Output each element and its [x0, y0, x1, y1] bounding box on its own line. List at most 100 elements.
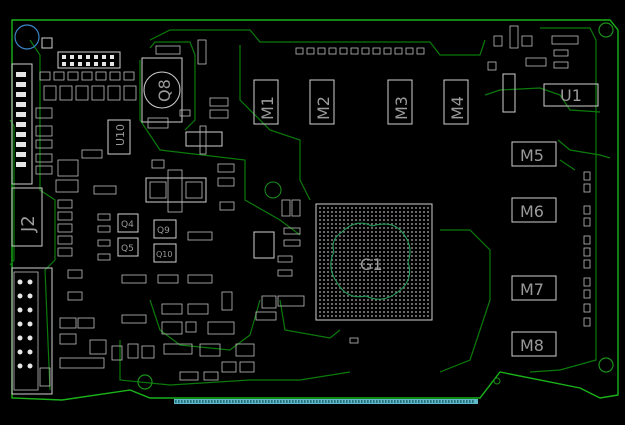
bga-ball [343, 235, 345, 237]
bga-ball [327, 291, 329, 293]
pcie-finger [178, 400, 180, 403]
bga-ball [375, 263, 377, 265]
bga-ball [395, 231, 397, 233]
bga-ball [379, 315, 381, 317]
bga-ball [335, 239, 337, 241]
bga-ball [331, 283, 333, 285]
bga-ball [375, 311, 377, 313]
bga-ball [379, 303, 381, 305]
bga-ball [327, 283, 329, 285]
bga-ball [339, 275, 341, 277]
bga-ball [319, 219, 321, 221]
connector-bottom-left-inner [13, 271, 39, 391]
bga-ball [391, 239, 393, 241]
bga-ball [347, 215, 349, 217]
bga-ball [331, 295, 333, 297]
power-block [145, 177, 207, 203]
pcie-finger [406, 400, 408, 403]
bga-ball [399, 275, 401, 277]
bga-ball [343, 287, 345, 289]
bga-ball [387, 235, 389, 237]
bga-ball [343, 247, 345, 249]
bga-ball [343, 215, 345, 217]
bga-ball [331, 311, 333, 313]
bga-ball [375, 291, 377, 293]
bga-ball [383, 219, 385, 221]
bga-ball [395, 271, 397, 273]
pcie-finger [382, 400, 384, 403]
bga-ball [375, 275, 377, 277]
bga-ball [387, 239, 389, 241]
bga-ball [403, 275, 405, 277]
m4-package [443, 79, 469, 125]
bga-ball [375, 235, 377, 237]
bga-ball [351, 215, 353, 217]
trace-top [149, 29, 486, 56]
bga-ball [403, 207, 405, 209]
bga-ball [383, 247, 385, 249]
q10-label: Q10 [156, 250, 172, 259]
m2-label: M2 [314, 96, 333, 120]
bga-ball [375, 259, 377, 261]
bga-ball [391, 251, 393, 253]
bga-ball [323, 299, 325, 301]
trace-low2 [279, 299, 341, 339]
bga-ball [331, 279, 333, 281]
bga-ball [415, 235, 417, 237]
bga-ball [399, 207, 401, 209]
bga-ball [411, 251, 413, 253]
pcie-finger [358, 400, 360, 403]
bga-ball [319, 255, 321, 257]
bga-ball [335, 243, 337, 245]
q4-package [117, 213, 139, 233]
bga-ball [347, 255, 349, 257]
bga-ball [419, 303, 421, 305]
bga-ball [379, 259, 381, 261]
bga-ball [415, 207, 417, 209]
bga-ball [331, 251, 333, 253]
bga-ball [331, 207, 333, 209]
pcie-finger [421, 400, 423, 403]
bga-ball [335, 291, 337, 293]
pcie-finger [316, 400, 318, 403]
bga-ball [423, 311, 425, 313]
bga-ball [379, 271, 381, 273]
header-pads [62, 55, 114, 66]
bga-ball [355, 315, 357, 317]
bga-ball [423, 251, 425, 253]
bga-ball [347, 251, 349, 253]
bga-ball [371, 223, 373, 225]
bga-ball [355, 219, 357, 221]
bga-ball [415, 255, 417, 257]
bga-ball [395, 307, 397, 309]
q8-label: Q8 [155, 79, 174, 102]
bga-ball [403, 251, 405, 253]
bga-ball [335, 231, 337, 233]
passives-right-column [583, 171, 591, 327]
bga-ball [367, 247, 369, 249]
header-top-left [57, 51, 121, 69]
bga-ball [419, 219, 421, 221]
bga-ball [375, 287, 377, 289]
bga-ball [347, 307, 349, 309]
bga-ball [391, 287, 393, 289]
pcie-finger [334, 400, 336, 403]
bga-ball [363, 307, 365, 309]
bga-ball [399, 315, 401, 317]
bga-ball [343, 307, 345, 309]
bga-ball [407, 307, 409, 309]
bga-ball [355, 307, 357, 309]
bga-ball [427, 315, 429, 317]
pcie-finger [379, 400, 381, 403]
bga-ball [379, 255, 381, 257]
gpu-g1-label: G1 [360, 255, 383, 274]
bga-ball [359, 271, 361, 273]
bga-ball [331, 223, 333, 225]
bga-ball [371, 259, 373, 261]
pcie-finger [190, 400, 192, 403]
bga-ball [375, 243, 377, 245]
bga-ball [387, 247, 389, 249]
bga-ball [363, 279, 365, 281]
bga-ball [423, 271, 425, 273]
bga-ball [375, 255, 377, 257]
